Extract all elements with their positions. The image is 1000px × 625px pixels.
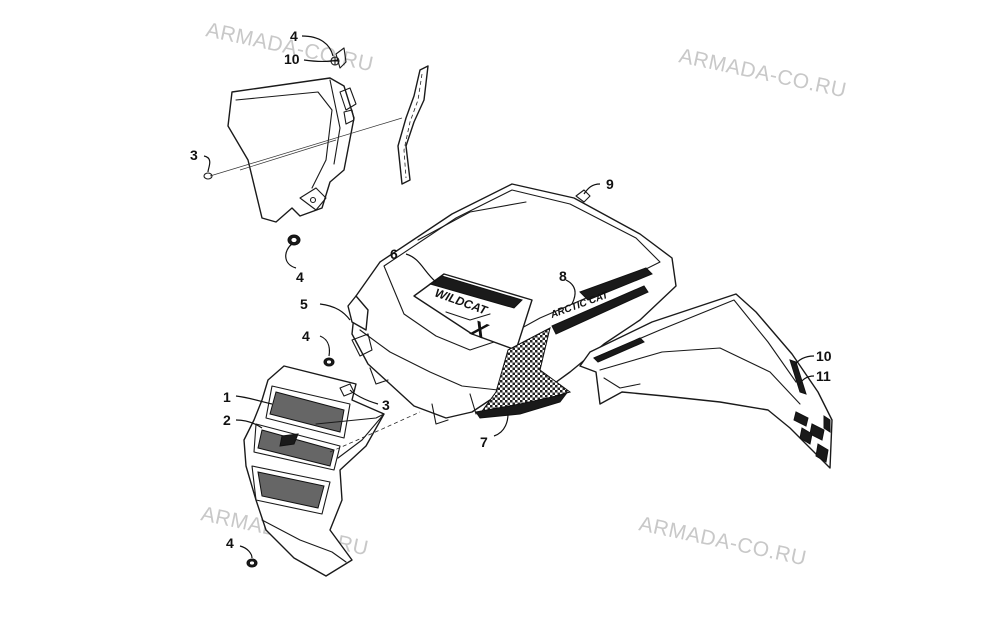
watermark-bottom-right: ARMADA-CO.RU — [637, 512, 809, 570]
trim-strip — [397, 65, 429, 185]
side-panel-left-body — [227, 77, 355, 223]
callout-labels: 4 10 3 4 9 6 8 5 4 3 1 2 7 10 11 4 — [190, 28, 832, 551]
arctic-cat-decal-stripe-bottom — [551, 285, 649, 335]
callout-left-4: 4 — [302, 328, 310, 344]
front-grille-mesh-mid — [257, 429, 335, 467]
right-fender — [579, 293, 833, 469]
fastener-left-4 — [323, 357, 335, 367]
leader-1 — [235, 395, 273, 405]
leader-lines — [203, 35, 815, 559]
callout-top-left-4: 4 — [290, 28, 298, 44]
front-grille-emblem — [279, 433, 299, 447]
side-panel-left-hole — [309, 196, 317, 204]
side-panel-left-mount — [339, 87, 357, 125]
leader-8 — [565, 279, 576, 305]
front-hood-ridge — [417, 201, 527, 241]
right-fender-crease — [599, 347, 801, 405]
front-grille-upper-frame — [265, 385, 351, 439]
trim-strip-body — [397, 65, 429, 185]
callout-left-5: 5 — [300, 296, 308, 312]
callout-left-2: 2 — [223, 412, 231, 428]
callout-center-8: 8 — [559, 268, 567, 284]
wildcat-decal-swoosh — [445, 311, 491, 321]
watermark-top-right: ARMADA-CO.RU — [677, 44, 849, 102]
front-hood-left-bracket — [351, 333, 373, 357]
leader-top-3 — [203, 155, 211, 173]
fastener-left-3 — [339, 383, 355, 397]
front-grille-chin — [261, 519, 347, 563]
wildcat-decal-stripe — [428, 275, 523, 309]
front-hood-tabs — [369, 367, 477, 425]
side-panel-left — [227, 77, 357, 223]
fastener-top-3 — [203, 172, 213, 180]
right-fender-decal-block-5 — [823, 415, 831, 433]
callout-left-1: 1 — [223, 389, 231, 405]
front-grille — [243, 365, 421, 577]
trim-strip-dash — [403, 73, 423, 179]
side-panel-left-crease — [235, 91, 333, 189]
front-grille-cover — [243, 365, 385, 577]
callout-right-11: 11 — [816, 368, 831, 384]
right-fender-decal-block-1 — [793, 411, 809, 427]
leader-left-4 — [319, 335, 331, 357]
leader-lower-4 — [285, 243, 297, 269]
checkered-decal — [475, 327, 572, 419]
right-fender-decal-strip — [789, 359, 807, 395]
checkered-decal-edge — [475, 393, 568, 419]
leader-top-4 — [301, 35, 334, 57]
callout-center-9: 9 — [606, 176, 614, 192]
callout-top-left-10: 10 — [284, 51, 300, 67]
right-fender-inner — [603, 377, 641, 389]
right-fender-front-stripe — [593, 337, 645, 363]
leader-7 — [493, 413, 509, 437]
front-grille-insert — [315, 413, 385, 459]
callout-center-6: 6 — [390, 246, 398, 262]
front-grille-mesh-low — [257, 471, 325, 509]
fastener-3-top-leader-line — [209, 117, 403, 177]
leader-5 — [319, 303, 351, 321]
callout-right-10: 10 — [816, 348, 832, 364]
front-grille-lower-frame — [251, 465, 331, 515]
arctic-cat-decal-stripe-top — [579, 267, 653, 301]
fastener-9 — [575, 189, 591, 203]
callout-center-7: 7 — [480, 434, 488, 450]
leader-right-11 — [797, 375, 815, 387]
fastener-top-10 — [335, 47, 347, 69]
wildcat-decal: WILDCAT X — [413, 273, 533, 351]
leader-top-10 — [303, 59, 339, 63]
fastener-lower-4 — [287, 234, 301, 246]
right-fender-decal-block-4 — [815, 443, 829, 463]
front-grille-mid-frame — [253, 423, 341, 471]
front-hood-left-flare — [347, 295, 369, 331]
leader-left-3 — [349, 389, 379, 405]
side-panel-left-hidden-line — [239, 139, 337, 171]
callout-top-left-3: 3 — [190, 147, 198, 163]
leader-6 — [405, 253, 437, 283]
leader-9 — [583, 183, 601, 195]
right-fender-decal-block-3 — [799, 427, 813, 445]
leader-bottom-4 — [239, 545, 253, 559]
side-panel-left-bracket — [299, 187, 327, 211]
leader-2 — [235, 419, 263, 429]
right-fender-decal-block-2 — [809, 423, 825, 441]
callout-left-3: 3 — [382, 397, 390, 413]
front-hood-skirt — [359, 329, 499, 391]
front-grille-mesh-top — [269, 391, 345, 433]
fastener-bottom-4 — [246, 558, 258, 568]
callout-bottom-4: 4 — [226, 535, 234, 551]
callout-top-left-lower-4: 4 — [296, 269, 304, 285]
side-panel-left-edge — [329, 79, 341, 165]
leader-right-10 — [793, 355, 815, 367]
